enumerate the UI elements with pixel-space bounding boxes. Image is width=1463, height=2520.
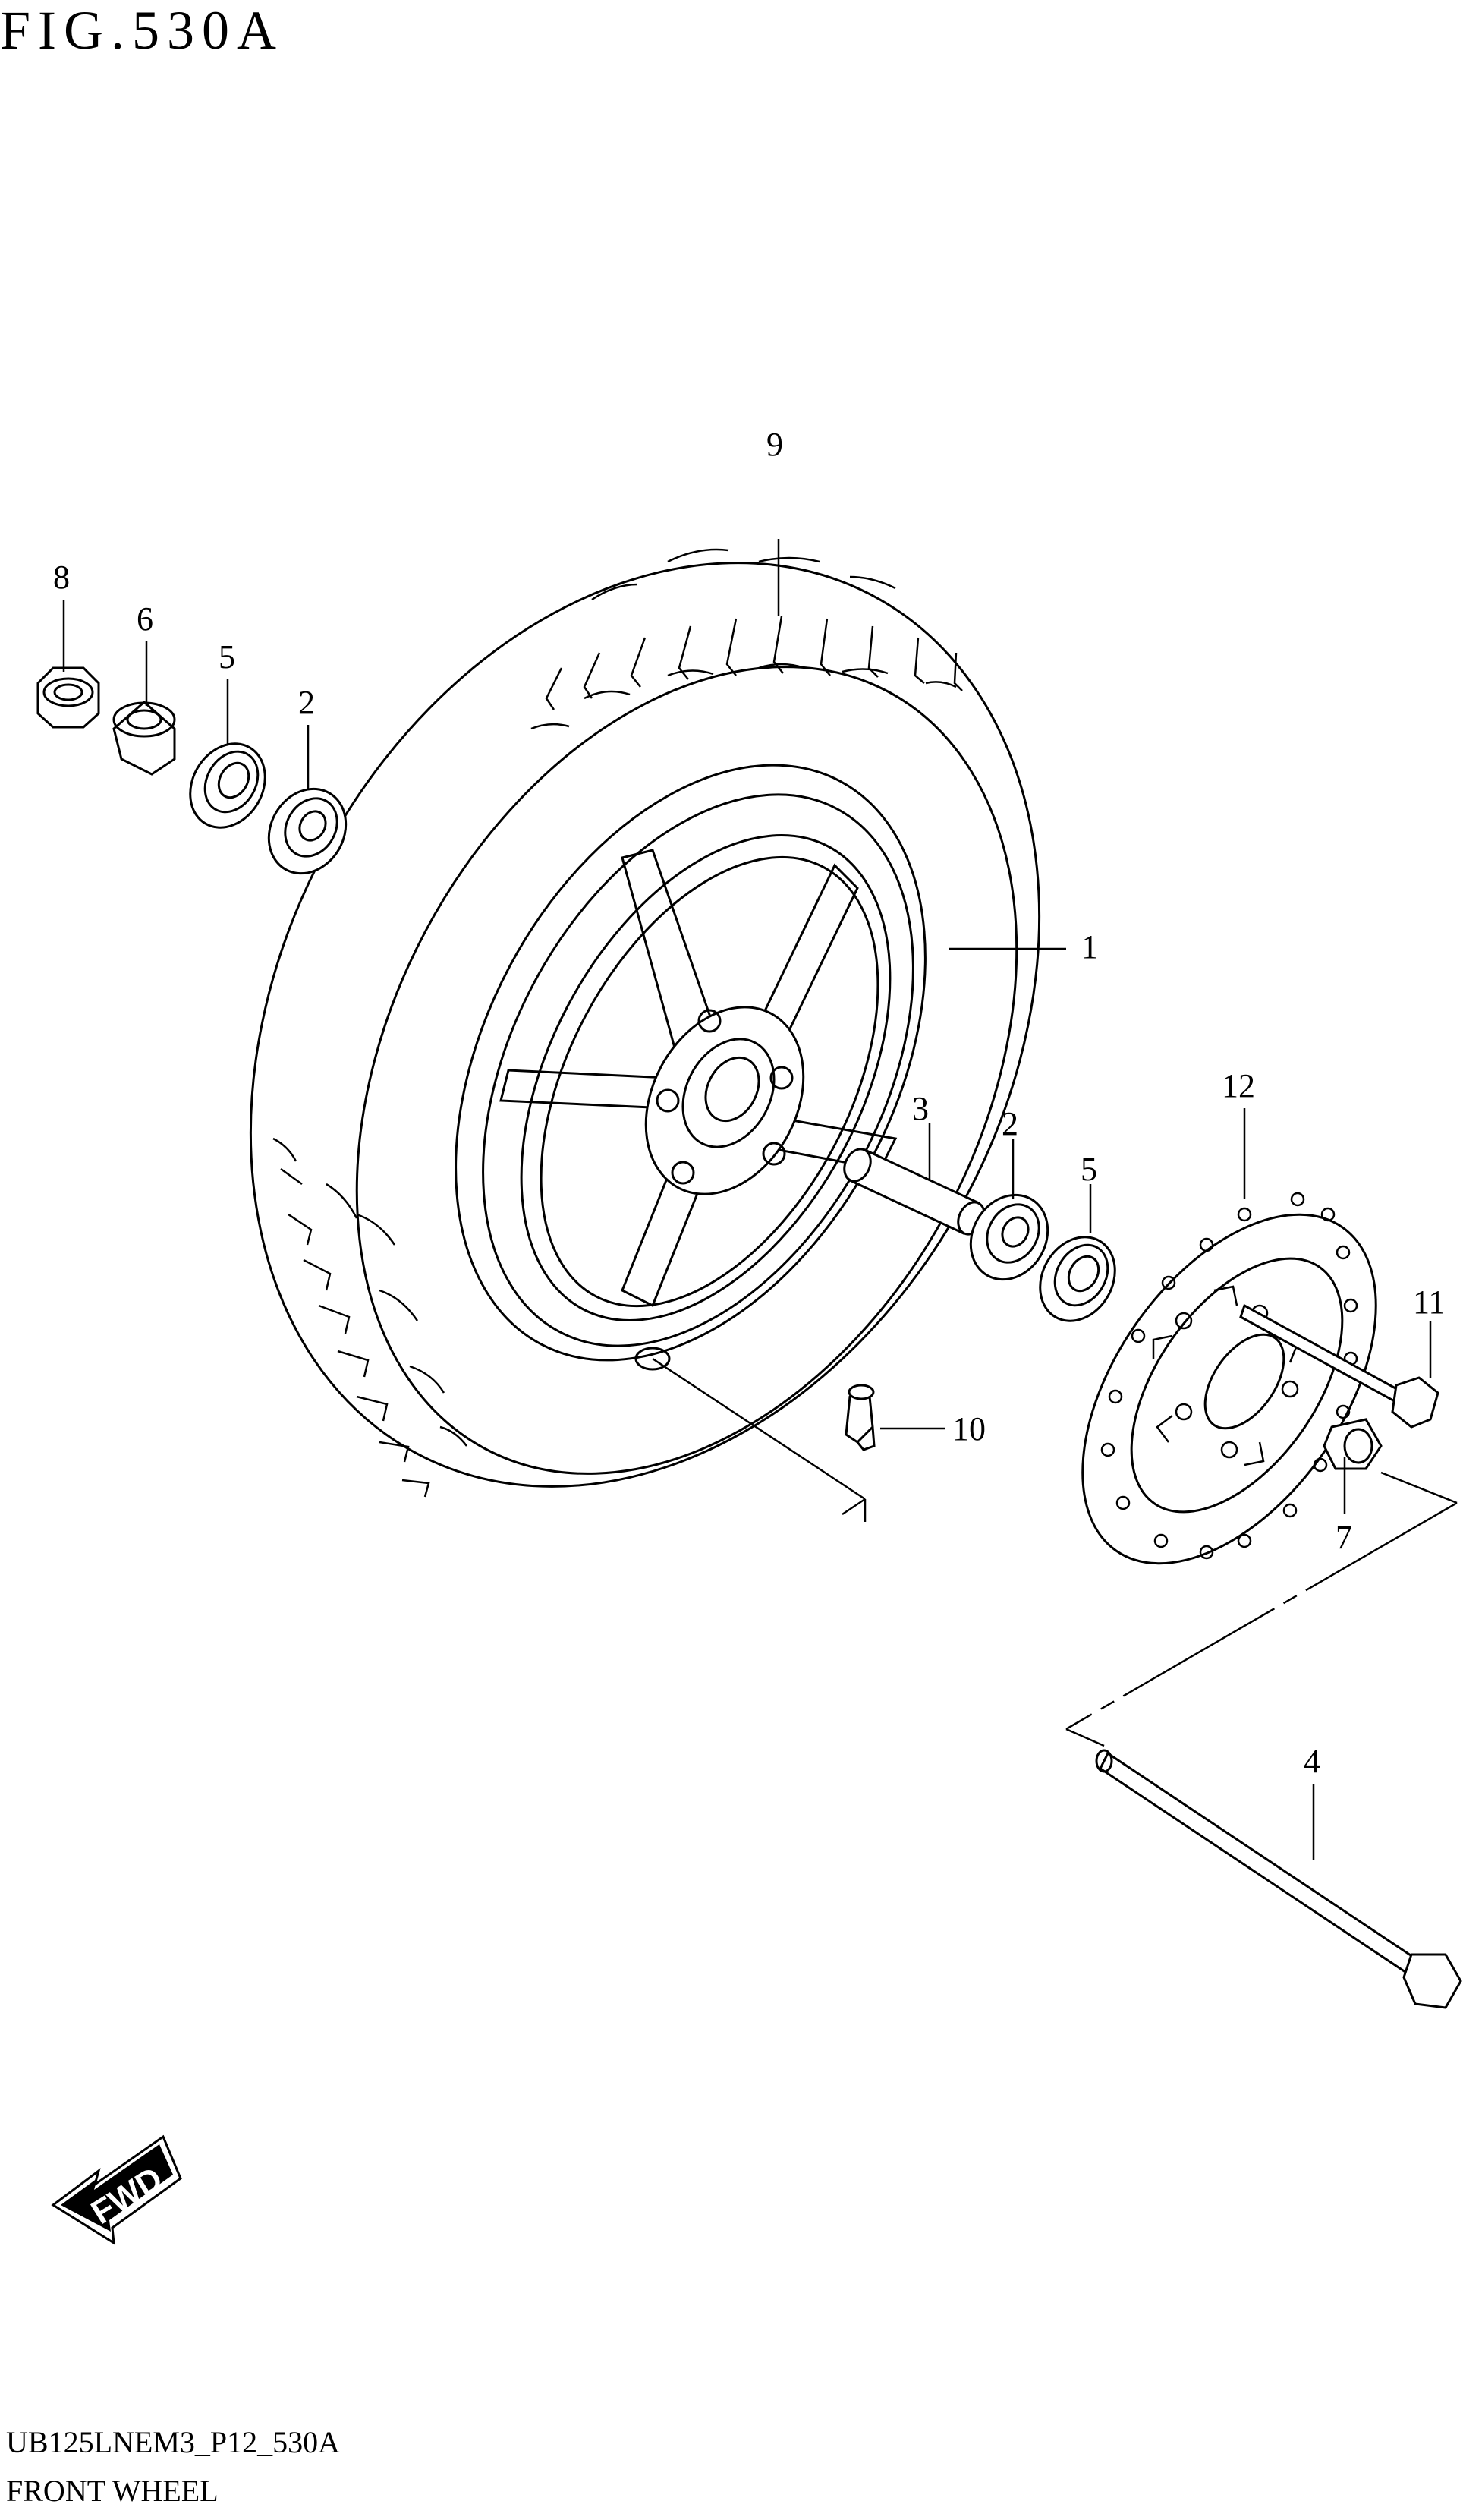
figure-title: FIG.530A <box>0 0 285 61</box>
disc-collar <box>1323 1418 1383 1470</box>
callout-5-left: 5 <box>219 638 235 676</box>
callout-6: 6 <box>137 600 153 638</box>
brake-disc <box>1081 1192 1377 1565</box>
axle <box>1095 1749 1462 2009</box>
wheel <box>455 764 927 1371</box>
disc-bolt <box>1239 1303 1439 1429</box>
callout-7: 7 <box>1336 1519 1352 1556</box>
oil-seal-right <box>1039 1236 1116 1322</box>
oil-seal-left <box>189 742 266 829</box>
valve <box>845 1384 876 1451</box>
callout-10: 10 <box>952 1410 986 1447</box>
bearing-left <box>267 787 348 875</box>
leader-lines <box>62 539 1458 1860</box>
footer-code: UB125LNEM3_P12_530A <box>6 2425 341 2459</box>
callout-4: 4 <box>1304 1743 1320 1780</box>
callout-9: 9 <box>766 426 783 463</box>
callout-5-right: 5 <box>1081 1151 1097 1188</box>
callout-1: 1 <box>1081 928 1098 965</box>
tire <box>249 548 1041 1498</box>
callout-2-left: 2 <box>298 684 315 721</box>
fwd-arrow-icon: FWD <box>51 2134 182 2245</box>
footer-name: FRONT WHEEL <box>6 2474 219 2508</box>
spacer <box>843 1148 986 1236</box>
bearing-right <box>969 1193 1049 1281</box>
callout-11: 11 <box>1413 1284 1445 1321</box>
callout-12: 12 <box>1222 1067 1255 1104</box>
callout-2-right: 2 <box>1002 1105 1018 1142</box>
axle-nut <box>36 666 100 729</box>
callout-3: 3 <box>912 1090 929 1127</box>
disc-holes <box>1100 1192 1358 1560</box>
collar <box>112 701 176 776</box>
callout-8: 8 <box>53 559 70 596</box>
